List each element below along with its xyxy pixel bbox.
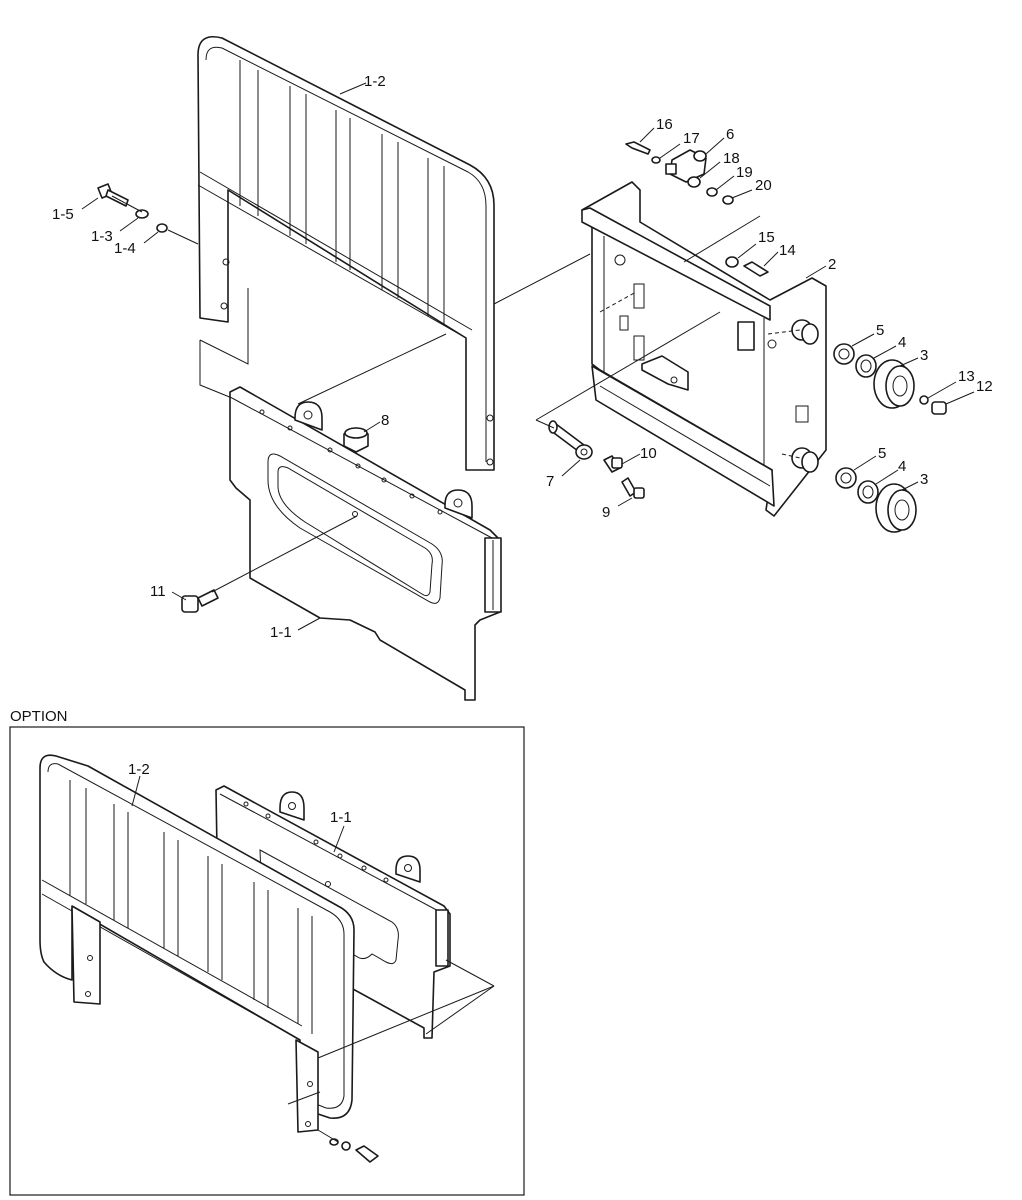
callout-10: 10 bbox=[640, 445, 657, 462]
washer-17 bbox=[651, 156, 661, 164]
callout-5-lower: 5 bbox=[878, 445, 886, 462]
bolt-10 bbox=[603, 455, 623, 473]
callout-18: 18 bbox=[723, 150, 740, 167]
bearing-3-upper bbox=[873, 359, 915, 409]
callout-1-1: 1-1 bbox=[270, 624, 292, 641]
option-hardware bbox=[329, 1138, 379, 1163]
callout-1-5: 1-5 bbox=[52, 206, 74, 223]
washer-1-4 bbox=[156, 223, 168, 233]
roller-6 bbox=[665, 149, 707, 183]
callout-5-upper: 5 bbox=[876, 322, 884, 339]
fork-plate-1-1 bbox=[229, 386, 502, 701]
callout-3-upper: 3 bbox=[920, 347, 928, 364]
callout-20: 20 bbox=[755, 177, 772, 194]
option-label: OPTION bbox=[10, 708, 68, 725]
callout-14: 14 bbox=[779, 242, 796, 259]
callout-16: 16 bbox=[656, 116, 673, 133]
callout-6: 6 bbox=[726, 126, 734, 143]
callout-8: 8 bbox=[381, 412, 389, 429]
callout-11: 11 bbox=[150, 583, 166, 600]
callout-3-lower: 3 bbox=[920, 471, 928, 488]
ring-13 bbox=[919, 395, 929, 405]
bolt-14 bbox=[743, 261, 769, 277]
shim-4-lower bbox=[857, 480, 879, 504]
option-callout-1-2: 1-2 bbox=[128, 761, 150, 778]
callout-12: 12 bbox=[976, 378, 993, 395]
callout-13: 13 bbox=[958, 368, 975, 385]
shaft-7 bbox=[548, 420, 593, 460]
callout-7: 7 bbox=[546, 473, 554, 490]
washer-1-3 bbox=[135, 209, 149, 219]
washer-5-lower bbox=[835, 467, 857, 489]
option-backrest-1-2 bbox=[39, 754, 355, 1133]
cap-12 bbox=[931, 401, 947, 415]
load-backrest-1-2 bbox=[197, 36, 495, 471]
option-callout-1-1: 1-1 bbox=[330, 809, 352, 826]
washer-18 bbox=[687, 176, 701, 188]
bolt-16 bbox=[625, 141, 651, 155]
shim-4-upper bbox=[855, 354, 877, 378]
option-frame bbox=[9, 726, 525, 1196]
pin-8 bbox=[343, 427, 369, 453]
callout-15: 15 bbox=[758, 229, 775, 246]
option-assembly-lines bbox=[287, 959, 495, 1143]
callout-1-4: 1-4 bbox=[114, 240, 136, 257]
bolt-11 bbox=[181, 589, 219, 613]
callout-1-3: 1-3 bbox=[91, 228, 113, 245]
callout-19: 19 bbox=[736, 164, 753, 181]
callout-1-2: 1-2 bbox=[364, 73, 386, 90]
bearing-3-lower bbox=[875, 483, 917, 533]
washer-19 bbox=[706, 187, 718, 197]
callout-4-lower: 4 bbox=[898, 458, 906, 475]
bolt-9 bbox=[621, 477, 645, 499]
callout-17: 17 bbox=[683, 130, 700, 147]
washer-5-upper bbox=[833, 343, 855, 365]
callout-2: 2 bbox=[828, 256, 836, 273]
carriage-frame-2 bbox=[581, 181, 827, 517]
washer-20 bbox=[722, 195, 734, 205]
callouts-main: 1-2 1-5 1-3 1-4 1-1 8 11 16 17 6 18 19 2… bbox=[52, 73, 993, 641]
assembly-lines bbox=[111, 195, 761, 593]
callouts-option: 1-2 1-1 bbox=[128, 761, 352, 853]
callout-4-upper: 4 bbox=[898, 334, 906, 351]
callout-9: 9 bbox=[602, 504, 610, 521]
nut-15 bbox=[725, 256, 739, 268]
